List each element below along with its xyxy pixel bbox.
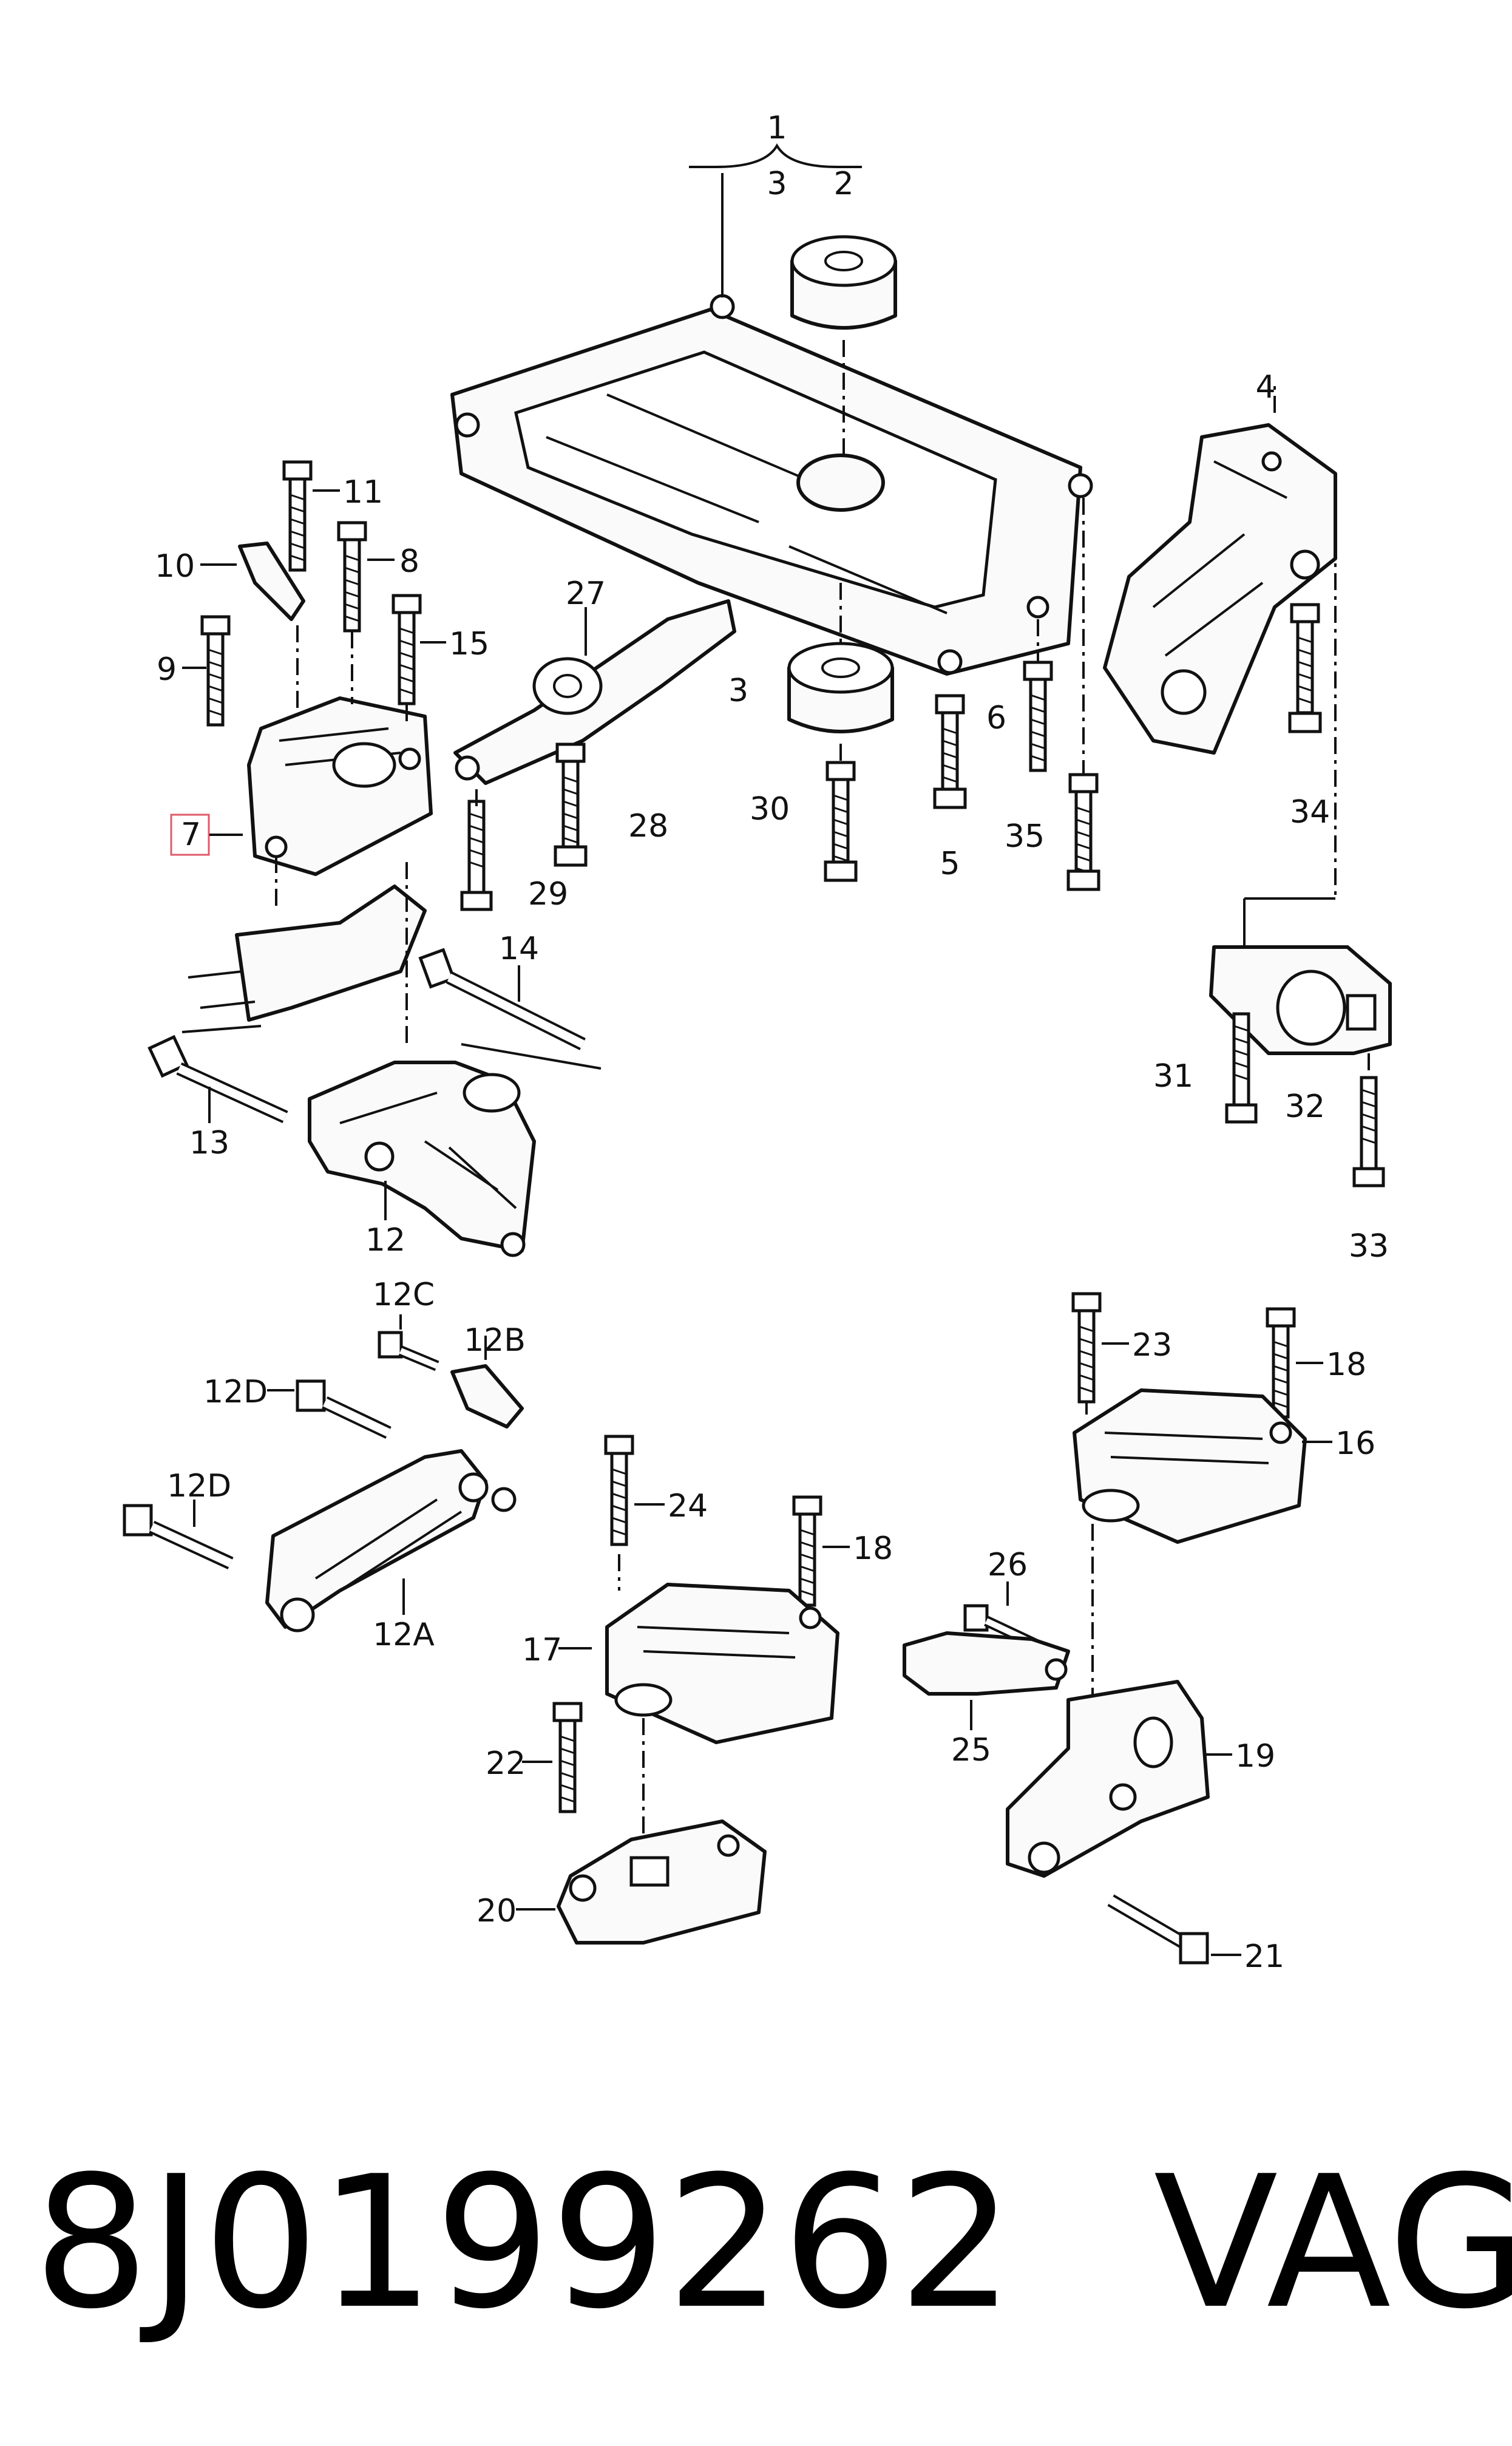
bolt-5 xyxy=(937,696,963,804)
callout-12B: 12B xyxy=(464,1322,526,1359)
callout-12: 12 xyxy=(365,1222,405,1259)
callout-28: 28 xyxy=(628,808,668,844)
brand-name: VAG xyxy=(1153,2137,1512,2349)
callout-3-top: 3 xyxy=(767,166,787,202)
bolt-29 xyxy=(462,801,491,909)
callout-24: 24 xyxy=(668,1488,708,1524)
bolt-12D-lower xyxy=(123,1504,234,1569)
subframe xyxy=(450,294,1093,676)
callout-26: 26 xyxy=(988,1547,1028,1583)
callout-29: 29 xyxy=(528,876,568,912)
callout-6: 6 xyxy=(986,700,1006,736)
bolt-24 xyxy=(606,1436,632,1544)
callout-30: 30 xyxy=(750,791,790,827)
callout-34: 34 xyxy=(1290,794,1330,831)
callout-23: 23 xyxy=(1132,1327,1172,1364)
bolt-12D-upper xyxy=(296,1379,392,1439)
callout-14: 14 xyxy=(499,931,539,967)
bracket-4 xyxy=(1103,423,1337,755)
callout-32: 32 xyxy=(1285,1089,1325,1125)
bolt-11 xyxy=(284,462,311,570)
callout-5: 5 xyxy=(940,846,960,882)
part-number: 8J0199262 xyxy=(33,2137,1014,2349)
callout-10: 10 xyxy=(155,548,195,585)
gearbox-mount-12 xyxy=(308,1061,536,1257)
bracket-25 xyxy=(903,1631,1070,1696)
callout-15: 15 xyxy=(449,626,489,662)
torque-arm-27 xyxy=(453,599,736,785)
callout-31: 31 xyxy=(1153,1058,1193,1095)
part-7-highlight-box xyxy=(170,814,210,856)
bolt-18-right xyxy=(1267,1309,1294,1417)
callout-12A: 12A xyxy=(373,1617,435,1653)
callout-18-center: 18 xyxy=(853,1530,893,1567)
mount-12A xyxy=(265,1449,517,1632)
bracket-32 xyxy=(1209,945,1392,1055)
bolt-35 xyxy=(1070,775,1097,883)
bolt-15 xyxy=(393,596,420,704)
callout-7: 7 xyxy=(181,817,201,853)
callout-33: 33 xyxy=(1349,1228,1389,1265)
callout-19: 19 xyxy=(1235,1738,1275,1775)
callout-12D-lower: 12D xyxy=(167,1468,231,1504)
footer-caption: 8J0199262 VAG xyxy=(33,2137,1512,2349)
callout-22: 22 xyxy=(486,1745,526,1782)
callout-1: 1 xyxy=(767,110,787,146)
bolt-12C xyxy=(378,1331,439,1371)
bolt-23 xyxy=(1073,1294,1100,1402)
bolt-8 xyxy=(339,523,365,631)
bolt-6 xyxy=(1025,662,1051,770)
bolt-33 xyxy=(1354,1078,1383,1186)
bolt-28 xyxy=(557,744,584,852)
engine-mount-7 xyxy=(247,696,433,876)
bolt-13 xyxy=(147,1034,288,1124)
callout-13: 13 xyxy=(189,1125,229,1161)
bolt-34 xyxy=(1292,605,1318,713)
callout-12D-upper: 12D xyxy=(203,1374,268,1410)
callout-17: 17 xyxy=(522,1632,562,1668)
callout-2: 2 xyxy=(833,166,853,202)
bolt-14 xyxy=(418,948,586,1050)
callout-8: 8 xyxy=(399,543,419,580)
bracket-19 xyxy=(1006,1680,1210,1878)
mount-17 xyxy=(605,1583,839,1744)
bracket-20 xyxy=(557,1819,767,1945)
bushing-2 xyxy=(790,235,897,330)
callout-20: 20 xyxy=(476,1893,517,1929)
bolt-18-center xyxy=(794,1497,821,1605)
callout-16: 16 xyxy=(1335,1425,1375,1462)
bolt-9 xyxy=(202,617,229,725)
callout-25: 25 xyxy=(951,1732,991,1768)
callout-12C: 12C xyxy=(373,1277,435,1313)
callout-21: 21 xyxy=(1244,1938,1284,1975)
callout-3: 3 xyxy=(728,673,748,709)
callout-4: 4 xyxy=(1255,369,1275,406)
bolt-21 xyxy=(1107,1894,1209,1965)
callout-27: 27 xyxy=(566,576,606,612)
bolt-30 xyxy=(827,763,854,871)
callout-35: 35 xyxy=(1005,818,1045,855)
bushing-3 xyxy=(787,642,894,733)
callout-11: 11 xyxy=(343,474,383,511)
callout-18-right: 18 xyxy=(1326,1347,1366,1383)
bolt-22 xyxy=(554,1704,581,1812)
callout-9: 9 xyxy=(157,651,177,688)
mount-16 xyxy=(1073,1388,1307,1544)
